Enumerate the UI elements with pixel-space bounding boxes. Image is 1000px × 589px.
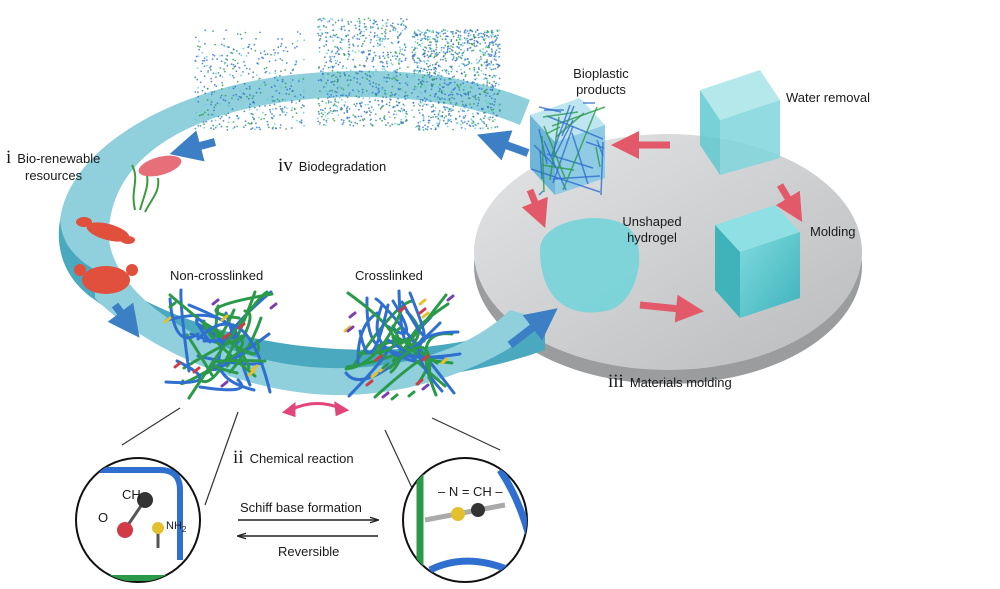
stage-iv-numeral: iv [278, 155, 293, 176]
network-crosslinked-label: Crosslinked [355, 268, 423, 283]
stage-i-text-line1: Bio-renewable [17, 151, 101, 166]
molding-disk [474, 134, 862, 384]
molded-cube [715, 205, 800, 318]
degrading-cube-2 [317, 17, 409, 127]
hydrogel-blob [540, 218, 640, 313]
schiff-base-label: Schiff base formation [240, 500, 362, 515]
stage-flow-arrows [107, 130, 558, 349]
stage-ii-numeral: ii [233, 447, 244, 468]
lobster-icon [76, 217, 135, 244]
stage-iii-label: iii Materials molding [608, 371, 732, 392]
stage-iii-text: Materials molding [629, 375, 732, 390]
reaction-arrows [238, 520, 378, 536]
stage-iv-label: iv Biodegradation [278, 155, 387, 176]
stage-i-text-line2: resources [25, 168, 83, 183]
bioplastic-label: Bioplastic products [556, 66, 646, 98]
stage-i-numeral: i [6, 147, 12, 168]
amine-nh: NH [166, 520, 182, 532]
unshaped-label-line2: hydrogel [627, 230, 677, 245]
degrading-cube-3 [411, 29, 501, 131]
amine-sub: 2 [181, 525, 187, 535]
bioplastic-label-line2: products [576, 82, 626, 97]
water-removal-cube [700, 70, 780, 175]
crab-icon [74, 264, 138, 294]
network-non-crosslinked [163, 288, 278, 400]
network-crosslinked [343, 289, 462, 401]
imine-label: – N = CH – [438, 484, 503, 499]
water-removal-label: Water removal [786, 90, 871, 105]
molding-cycle-arrows [521, 131, 803, 323]
bioplastic-label-line1: Bioplastic [573, 66, 629, 81]
stage-iv-text: Biodegradation [298, 159, 387, 174]
molding-label: Molding [810, 224, 856, 239]
reversible-label: Reversible [278, 544, 340, 559]
stage-ii-text: Chemical reaction [249, 451, 354, 466]
unshaped-label-line1: Unshaped [622, 214, 682, 229]
aldehyde-ch-label: CH [122, 487, 141, 502]
bioplastic-cube [530, 98, 606, 196]
stage-iii-numeral: iii [608, 371, 624, 392]
imine-inset [402, 457, 528, 583]
network-non-crosslinked-label: Non-crosslinked [170, 268, 264, 283]
unshaped-hydrogel-label: Unshaped hydrogel [612, 214, 692, 246]
amine-label: NH2 [166, 518, 186, 538]
aldehyde-o-label: O [98, 510, 109, 525]
stage-i-label: i Bio-renewable [6, 147, 101, 168]
degrading-cube-1 [194, 29, 306, 131]
crosslink-double-arrow [281, 401, 350, 418]
stage-ii-label: ii Chemical reaction [233, 447, 354, 468]
